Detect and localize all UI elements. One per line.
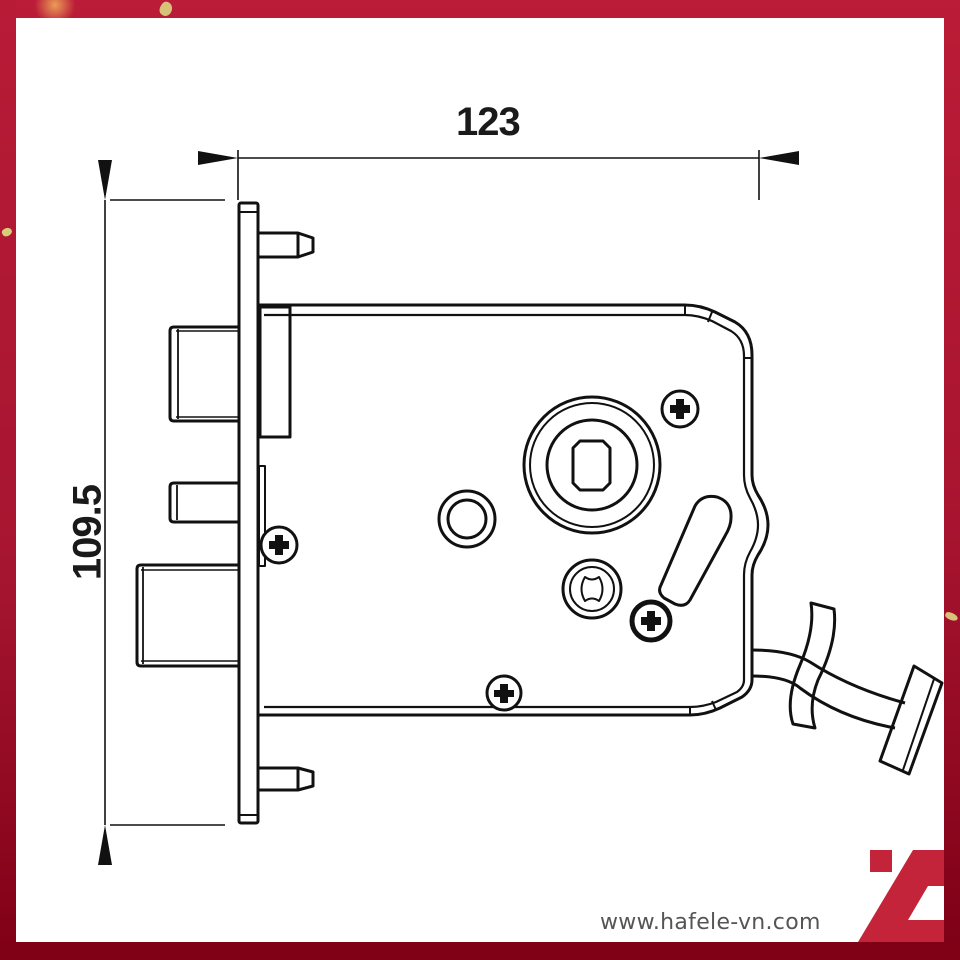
screw-icon [259,525,299,565]
frame-left-edge [0,0,16,960]
auxiliary-latch [168,481,239,524]
cylinder-cam [561,558,623,620]
thumbturn-hole [437,489,497,549]
screw-icon [629,599,673,643]
website-url: www.hafele-vn.com [600,910,821,935]
width-dimension-line [198,150,799,200]
latch-bolt [135,563,239,668]
mounting-pin-bottom [258,766,315,792]
height-dimension-label: 109.5 [65,484,110,581]
lock-case [258,303,770,717]
frame-bottom-edge [0,942,960,960]
screw-icon [660,389,700,429]
cable-connector [751,601,944,776]
hafele-logo-icon [858,850,944,942]
deadbolt-top [168,325,239,423]
height-dimension-line [97,160,225,865]
width-dimension-label: 123 [456,100,521,144]
latch-housing [258,305,292,439]
mounting-pin-top [258,231,315,259]
faceplate [237,201,260,825]
follower-hub [522,395,662,535]
key-slot [658,494,733,607]
drawing-canvas [16,18,944,942]
confetti-glow [30,0,80,20]
screw-icon [485,674,523,712]
auxiliary-latch-housing [258,465,266,567]
